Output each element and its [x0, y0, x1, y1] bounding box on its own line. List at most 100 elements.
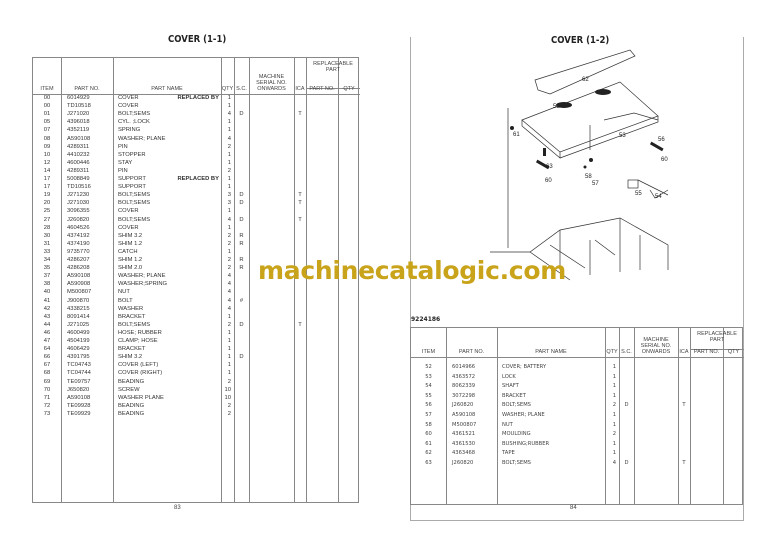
header-item: ITEM: [40, 86, 54, 92]
qty-cell: 1: [227, 159, 231, 166]
item-cell: 38: [43, 281, 51, 288]
part-name-cell: CATCH: [118, 248, 138, 255]
part-name-cell: BOLT;SEMS: [502, 460, 531, 466]
callout-55: 55: [635, 191, 642, 197]
header-replaceable-part: REPLACEABLE PART: [313, 61, 353, 73]
part-name-cell: MOULDING: [502, 431, 531, 438]
part-no-cell: 4286207: [67, 257, 90, 263]
part-name-cell: BOLT;SEMS: [118, 216, 151, 223]
qty-cell: 2: [227, 321, 231, 328]
qty-cell: 4: [227, 216, 231, 223]
item-cell: 34: [43, 257, 51, 263]
column-divider: [221, 58, 222, 502]
qty-cell: 2: [227, 402, 231, 409]
column-divider: [497, 328, 498, 504]
part-no-cell: TE09928: [67, 402, 91, 409]
part-name-cell: COVER: [118, 208, 139, 215]
part-no-cell: J260820: [67, 216, 90, 223]
part-no-cell: 4604526: [67, 224, 90, 231]
part-no-cell: J271020: [67, 111, 90, 118]
qty-cell: 4: [227, 135, 231, 142]
ica-cell: T: [298, 111, 302, 118]
header-part-name: PART NAME: [535, 349, 567, 355]
item-cell: 00: [43, 103, 51, 110]
part-name-cell: WASHER PLANE: [118, 394, 164, 401]
callout-53: 53: [619, 133, 626, 139]
header-divider: [411, 357, 744, 358]
part-no-cell: 4396018: [67, 119, 90, 126]
replaced-by-note: REPLACED BY: [177, 176, 219, 182]
ica-cell: T: [298, 192, 302, 199]
part-no-cell: 4391795: [67, 354, 90, 361]
qty-cell: 2: [227, 378, 231, 385]
part-no-cell: 6014966: [452, 364, 476, 370]
part-no-cell: 4363468: [452, 450, 476, 457]
part-name-cell: HOSE; RUBBER: [118, 329, 162, 336]
qty-cell: 1: [612, 373, 616, 380]
item-cell: 64: [43, 346, 51, 353]
part-name-cell: PIN: [118, 143, 128, 150]
part-name-cell: WASHER;SPRING: [118, 281, 168, 288]
header-ica: ICA: [679, 349, 689, 355]
header-rep-part-no: PART NO.: [309, 86, 335, 92]
qty-cell: 3: [227, 200, 231, 207]
qty-cell: 1: [227, 176, 231, 182]
item-cell: 14: [43, 167, 51, 174]
part-no-cell: 4289311: [67, 167, 90, 174]
left-page-title: COVER (1-1): [168, 34, 227, 45]
part-name-cell: COVER; BATTERY: [502, 364, 547, 370]
part-no-cell: 3096355: [67, 208, 90, 215]
part-no-cell: J260820: [452, 460, 474, 466]
sc-cell: D: [239, 354, 244, 361]
qty-cell: 1: [612, 392, 616, 399]
callout-61: 61: [513, 132, 520, 138]
header-rep-qty: QTY: [727, 349, 740, 355]
part-name-cell: SCREW: [118, 386, 140, 393]
sc-cell: #: [239, 297, 244, 304]
diagram-linework: [490, 49, 669, 281]
qty-cell: 2: [227, 167, 231, 174]
right-page-number: 84: [570, 505, 577, 511]
lock: [589, 158, 593, 162]
part-no-cell: M500807: [67, 289, 92, 296]
part-name-cell: COVER (LEFT): [118, 362, 159, 369]
part-no-cell: 8091414: [67, 313, 90, 320]
qty-cell: 1: [612, 364, 616, 370]
qty-cell: 1: [612, 421, 616, 428]
item-cell: 71: [43, 394, 51, 401]
part-name-cell: BOLT;SEMS: [118, 200, 151, 207]
item-cell: 53: [425, 373, 432, 380]
callout-58: 58: [585, 174, 592, 180]
part-no-cell: 6014929: [67, 95, 90, 101]
item-cell: 27: [43, 216, 51, 223]
item-cell: 43: [43, 313, 51, 320]
column-divider: [113, 58, 114, 502]
right-page-title: COVER (1-2): [551, 35, 610, 46]
qty-cell: 10: [224, 386, 231, 393]
part-no-cell: J271230: [67, 192, 90, 199]
qty-cell: 1: [612, 440, 616, 447]
item-cell: 41: [43, 297, 51, 304]
part-name-cell: NUT: [502, 421, 513, 428]
header-part-name: PART NAME: [151, 86, 183, 92]
header-divider: [33, 94, 360, 95]
item-cell: 66: [43, 354, 51, 361]
column-divider: [306, 58, 307, 502]
qty-cell: 2: [227, 410, 231, 417]
part-name-cell: BOLT;SEMS: [502, 402, 531, 409]
part-name-cell: CYL. ;LOCK: [118, 119, 150, 126]
part-no-cell: 9735770: [67, 248, 90, 255]
qty-cell: 4: [227, 111, 231, 118]
part-name-cell: BEADING: [118, 378, 145, 385]
part-name-cell: WASHER; PLANE: [118, 135, 166, 142]
header-rep-part-no: PART NO.: [693, 349, 720, 355]
callout-62: 62: [582, 77, 589, 83]
part-name-cell: BUSHING;RUBBER: [502, 440, 550, 447]
qty-cell: 1: [227, 346, 231, 353]
part-no-cell: 4363572: [452, 373, 476, 380]
item-cell: 20: [43, 200, 51, 207]
item-cell: 31: [43, 240, 51, 247]
part-no-cell: 4361530: [452, 440, 476, 447]
part-name-cell: SUPPORT: [118, 176, 146, 182]
